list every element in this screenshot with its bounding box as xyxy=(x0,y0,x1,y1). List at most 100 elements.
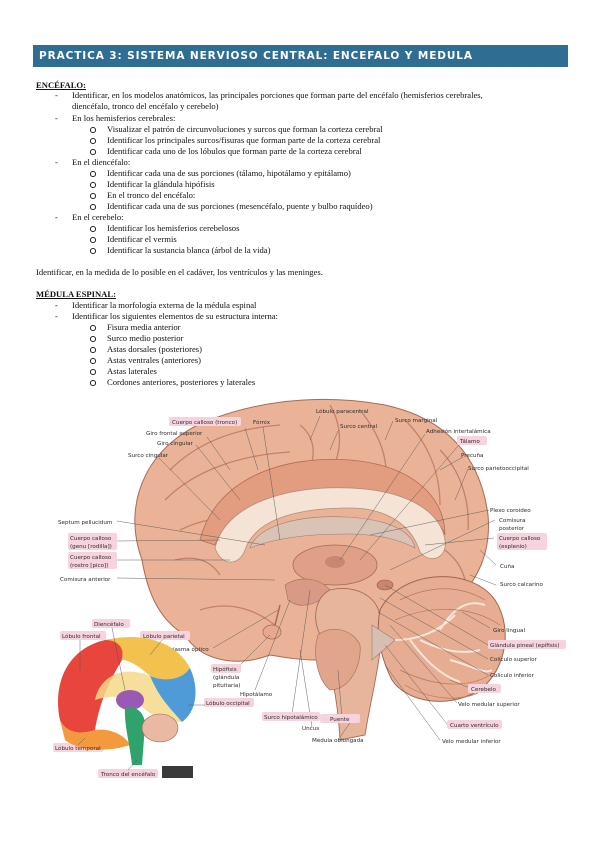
label-comisura-posterior-1: Comisura xyxy=(499,518,526,524)
label-cuerpo-calloso-esplenio-1: Cuerpo calloso xyxy=(499,536,541,542)
label-coliculo-superior: Colículo superior xyxy=(490,656,538,663)
medula-item-2: Identificar los siguientes elementos de … xyxy=(72,311,278,321)
dark-corner-patch xyxy=(162,766,193,778)
encefalo-item-4-sub: Identificar los hemisferios cerebelosos xyxy=(107,223,240,233)
corpus-callosum-shape xyxy=(214,487,446,563)
label-cuerpo-calloso-genu-1: Cuerpo calloso xyxy=(70,536,112,542)
highlight-boxes xyxy=(53,417,566,778)
dash-bullet: - xyxy=(55,157,58,167)
encefalo-item-1-line-2: diencéfalo, tronco del encéfalo y cerebe… xyxy=(72,101,219,111)
ventricle-shape xyxy=(249,516,416,549)
label-coliculo-inferior: Colículo inferior xyxy=(490,672,535,679)
circle-bullet xyxy=(90,325,96,331)
medula-item-2-sub: Astas laterales xyxy=(107,366,157,376)
cerebellum-inset-shape xyxy=(141,713,179,743)
medula-item-2-sub: Astas dorsales (posteriores) xyxy=(107,344,202,354)
occipital-lobe-shape xyxy=(150,668,196,722)
label-cuerpo-calloso-tronco: Cuerpo calloso (tronco) xyxy=(172,420,237,426)
diencephalon-inset-shape xyxy=(116,690,144,710)
circle-bullet xyxy=(90,193,96,199)
label-septum-pellucidum: Septum pellucidum xyxy=(58,520,112,526)
label-lobulo-paracentral: Lóbulo paracentral xyxy=(316,408,369,415)
label-cuerpo-calloso-rostro-2: (rostro [pico]) xyxy=(70,563,108,569)
dash-bullet: - xyxy=(55,113,58,123)
medula-item-1: Identificar la morfología externa de la … xyxy=(72,300,257,310)
encefalo-heading: ENCÉFALO: xyxy=(36,80,86,90)
encefalo-item-4: En el cerebelo: xyxy=(72,212,124,222)
label-medula-oblongada: Médula oblongada xyxy=(312,737,364,744)
encefalo-item-3-sub: En el tronco del encéfalo: xyxy=(107,190,196,200)
medula-item-2-sub: Astas ventrales (anteriores) xyxy=(107,355,202,365)
encefalo-item-2-sub: Visualizar el patrón de circunvoluciones… xyxy=(107,124,383,134)
lobes-inset-figure: Diencéfalo Lóbulo frontal Lóbulo parieta… xyxy=(55,621,250,778)
frontal-lobe-shape xyxy=(58,639,123,733)
encefalo-item-3-sub: Identificar cada una de sus porciones (m… xyxy=(107,201,373,211)
label-surco-central: Surco central xyxy=(340,424,378,430)
dash-bullet: - xyxy=(55,311,58,321)
circle-bullet xyxy=(90,347,96,353)
brainstem-inset-shape xyxy=(124,707,145,765)
label-diencefalo: Diencéfalo xyxy=(94,621,124,628)
arbor-vitae-shape xyxy=(394,602,493,683)
medula-item-2-sub: Surco medio posterior xyxy=(107,333,184,343)
label-giro-frontal-superior: Giro frontal superior xyxy=(146,431,203,437)
temporal-lobe-shape xyxy=(60,720,130,750)
label-surco-marginal: Surco marginal xyxy=(395,418,438,424)
circle-bullet xyxy=(90,358,96,364)
label-quiasma-optico: Quiasma óptico xyxy=(165,646,209,653)
label-plexo-coroideo: Plexo coroideo xyxy=(490,508,531,514)
medula-item-2-sub: Cordones anteriores, posteriores y later… xyxy=(107,377,256,387)
label-cuerpo-calloso-rostro-1: Cuerpo calloso xyxy=(70,555,112,561)
dash-bullet: - xyxy=(55,90,58,100)
interthalamic-adhesion-shape xyxy=(325,556,345,568)
circle-bullet xyxy=(90,369,96,375)
label-puente: Puente xyxy=(330,717,350,723)
fourth-ventricle-shape xyxy=(371,624,396,661)
circle-bullet xyxy=(90,171,96,177)
medula-item-2-sub: Fisura media anterior xyxy=(107,322,181,332)
label-glandula-pineal: Glándula pineal (epífisis) xyxy=(490,642,559,649)
dash-bullet: - xyxy=(55,300,58,310)
label-adhesion-intertalamica: Adhesión intertalámica xyxy=(426,428,491,435)
cadaver-note: Identificar, en la medida de lo posible … xyxy=(36,267,323,277)
label-comisura-posterior-2: posterior xyxy=(499,526,525,532)
label-surco-parietooccipital: Surco parietooccipital xyxy=(468,466,529,472)
page-title-banner: PRACTICA 3: SISTEMA NERVIOSO CENTRAL: EN… xyxy=(33,45,568,67)
label-hipotalamo: Hipotálamo xyxy=(240,691,273,698)
encefalo-item-3-sub: Identificar la glándula hipófisis xyxy=(107,179,215,189)
label-velo-medular-inferior: Velo medular inferior xyxy=(442,739,501,745)
circle-bullet xyxy=(90,237,96,243)
label-cuarto-ventriculo: Cuarto ventrículo xyxy=(450,722,499,729)
encefalo-item-3-sub: Identificar cada una de sus porciones (t… xyxy=(107,168,351,178)
label-hipofisis-1: Hipófisis xyxy=(213,666,237,673)
circle-bullet xyxy=(90,336,96,342)
label-cuerpo-calloso-genu-2: (genu [rodilla]) xyxy=(70,544,112,550)
label-lobulo-occipital: Lóbulo occipital xyxy=(206,700,250,707)
label-uncus: Uncus xyxy=(302,726,319,732)
encefalo-item-1-line-1: Identificar, en los modelos anatómicos, … xyxy=(72,90,483,100)
label-giro-cingular: Giro cingular xyxy=(157,441,194,447)
encefalo-item-3: En el diencéfalo: xyxy=(72,157,131,167)
label-lobulo-parietal: Lóbulo parietal xyxy=(143,633,185,640)
label-cuerpo-calloso-esplenio-2: (esplenio) xyxy=(499,544,527,550)
circle-bullet xyxy=(90,182,96,188)
cerebellar-folia-lines xyxy=(394,588,501,699)
label-lobulo-temporal: Lóbulo temporal xyxy=(55,745,101,752)
label-tronco-encefalo: Tronco del encéfalo xyxy=(100,771,156,778)
medula-heading: MÉDULA ESPINAL: xyxy=(36,289,116,299)
cerebellum-shape xyxy=(377,576,506,702)
parietal-lobe-shape xyxy=(105,637,190,680)
encefalo-item-4-sub: Identificar el vermis xyxy=(107,234,177,244)
pons-shape xyxy=(315,628,361,691)
circle-bullet xyxy=(90,149,96,155)
circle-bullet xyxy=(90,248,96,254)
label-hipofisis-3: pituitaria) xyxy=(213,683,240,689)
page-title: PRACTICA 3: SISTEMA NERVIOSO CENTRAL: EN… xyxy=(39,50,473,62)
circle-bullet xyxy=(90,226,96,232)
circle-bullet xyxy=(90,204,96,210)
label-giro-lingual: Giro lingual xyxy=(493,628,525,634)
label-talamo: Tálamo xyxy=(459,438,480,445)
label-surco-hipotalamico: Surco hipotalámico xyxy=(264,714,318,721)
label-hipofisis-2: (glándula xyxy=(213,674,239,681)
